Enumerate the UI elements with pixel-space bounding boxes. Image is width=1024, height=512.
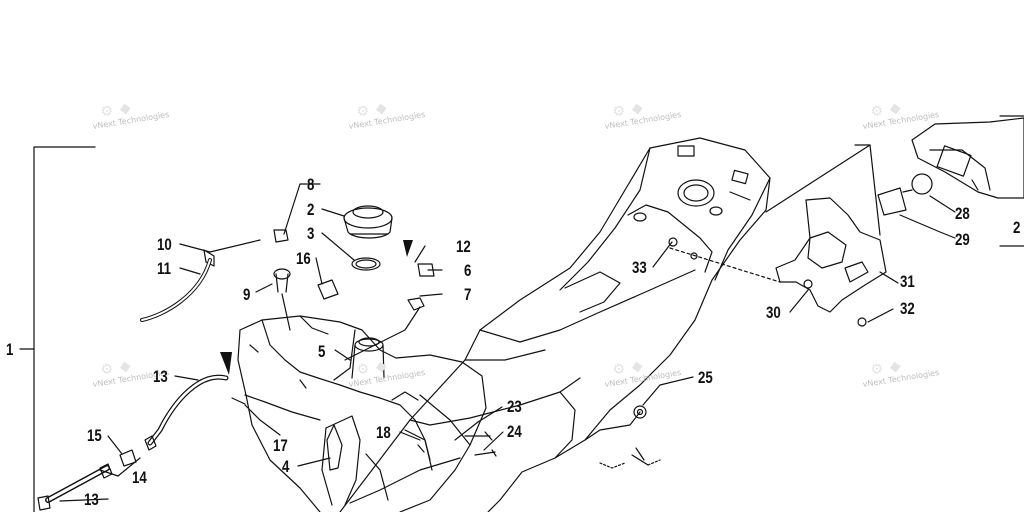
grommet-9 xyxy=(273,268,291,280)
callout-4: 4 xyxy=(282,457,290,476)
vent-line-11 xyxy=(140,258,212,322)
callout-10: 10 xyxy=(157,235,172,254)
nut-30 xyxy=(803,279,813,289)
callout-17: 17 xyxy=(273,436,288,455)
callout-25: 25 xyxy=(698,368,713,387)
callout-14: 14 xyxy=(132,468,147,487)
callout-9: 9 xyxy=(243,285,251,304)
callout-12: 12 xyxy=(456,237,471,256)
rear-cowl-opening xyxy=(677,179,715,207)
filler-neck xyxy=(351,344,385,379)
arrow-marker-12 xyxy=(403,240,413,257)
bolt-23 xyxy=(464,431,493,441)
fuel-tank xyxy=(237,315,487,512)
fuel-pump xyxy=(326,424,343,471)
callout-24: 24 xyxy=(507,422,522,441)
callout-15: 15 xyxy=(87,426,102,445)
bolt-24 xyxy=(474,449,497,457)
callout-16: 16 xyxy=(296,249,311,268)
taillight xyxy=(911,117,1024,199)
callout-2: 2 xyxy=(1013,218,1021,237)
callout-29: 29 xyxy=(955,230,970,249)
callout-8: 8 xyxy=(307,175,315,194)
cap-gasket xyxy=(351,257,381,271)
callout-1: 1 xyxy=(6,340,14,359)
arrow-marker-17 xyxy=(220,352,232,375)
valve-16 xyxy=(317,279,339,300)
callout-32: 32 xyxy=(900,299,915,318)
callout-3: 3 xyxy=(307,224,315,243)
elbow-7 xyxy=(407,297,425,311)
callout-31: 31 xyxy=(900,272,915,291)
callout-11: 11 xyxy=(157,259,172,278)
bulb-28 xyxy=(911,173,933,195)
bulb-socket-29 xyxy=(877,187,907,216)
callout-6: 6 xyxy=(464,261,472,280)
taillight-bracket xyxy=(775,197,887,313)
screw-33 xyxy=(668,237,678,247)
callout-5: 5 xyxy=(318,342,326,361)
callout-2: 2 xyxy=(307,200,315,219)
fitting-6 xyxy=(417,263,435,277)
callout-28: 28 xyxy=(955,204,970,223)
callout-23: 23 xyxy=(507,397,522,416)
callout-13: 13 xyxy=(153,367,168,386)
callout-7: 7 xyxy=(464,285,472,304)
callout-30: 30 xyxy=(766,303,781,322)
assembly-bracket-1 xyxy=(33,146,96,512)
clip-10 xyxy=(203,249,215,267)
gas-cap xyxy=(343,205,393,239)
callout-18: 18 xyxy=(376,423,391,442)
screw-32 xyxy=(857,317,867,327)
callout-13: 13 xyxy=(84,490,99,509)
clamp-8 xyxy=(273,229,289,243)
callout-33: 33 xyxy=(632,258,647,277)
fuel-hose-13 xyxy=(147,374,229,446)
vent-hose xyxy=(333,329,356,381)
seat-rear-cowl xyxy=(339,137,771,512)
